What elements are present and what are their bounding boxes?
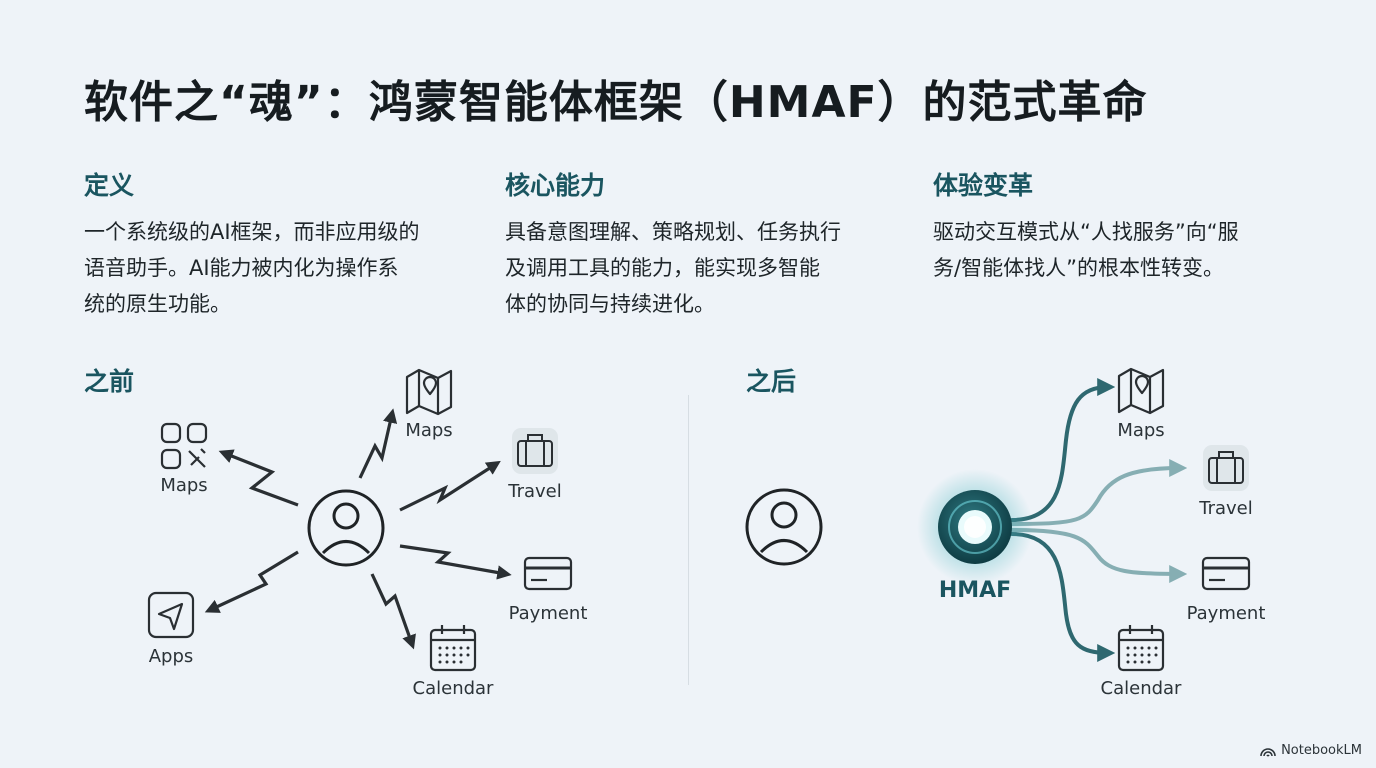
after-maps-label: Maps xyxy=(1117,420,1165,441)
map-pin-icon xyxy=(405,368,453,416)
after-arrow-travel xyxy=(1010,459,1188,526)
experience-line: 驱动交互模式从“人找服务”向“服 xyxy=(933,220,1239,244)
notebooklm-logo-icon xyxy=(1260,747,1276,757)
experience-line: 务/智能体找人”的根本性转变。 xyxy=(933,256,1224,280)
page-title: 软件之“魂”：鸿蒙智能体框架（HMAF）的范式革命 xyxy=(84,77,1148,128)
before-travel-label: Travel xyxy=(508,481,562,502)
before-apps-label: Apps xyxy=(148,646,194,667)
hmaf-core-icon xyxy=(917,469,1033,585)
after-travel-label: Travel xyxy=(1199,498,1253,519)
before-calendar-label: Calendar xyxy=(412,678,494,699)
before-arrow-calendar xyxy=(370,573,416,650)
user-circle-icon xyxy=(307,489,385,567)
capability-heading: 核心能力 xyxy=(505,171,606,200)
experience-text: 驱动交互模式从“人找服务”向“服 务/智能体找人”的根本性转变。 xyxy=(933,214,1313,286)
before-arrow-apps xyxy=(204,550,299,613)
suitcase-icon xyxy=(1203,445,1249,491)
before-arrow-grid xyxy=(218,449,299,507)
before-arrow-travel xyxy=(399,460,501,512)
before-arrow-maps xyxy=(358,408,398,479)
before-payment-label: Payment xyxy=(508,603,588,624)
user-circle-icon xyxy=(745,488,823,566)
brand-watermark: NotebookLM xyxy=(1260,743,1362,758)
app-grid-icon xyxy=(160,422,208,470)
after-payment-label: Payment xyxy=(1186,603,1266,624)
capability-text: 具备意图理解、策略规划、任务执行 及调用工具的能力，能实现多智能 体的协同与持续… xyxy=(505,214,885,322)
capability-column: 核心能力 具备意图理解、策略规划、任务执行 及调用工具的能力，能实现多智能 体的… xyxy=(505,166,885,322)
before-arrow-payment xyxy=(399,544,512,580)
experience-heading: 体验变革 xyxy=(933,171,1034,200)
capability-line: 具备意图理解、策略规划、任务执行 xyxy=(505,220,841,244)
navigation-arrow-icon xyxy=(147,591,195,639)
definition-line: 语音助手。AI能力被内化为操作系 xyxy=(84,256,399,280)
brand-name: NotebookLM xyxy=(1281,743,1362,758)
definition-column: 定义 一个系统级的AI框架，而非应用级的 语音助手。AI能力被内化为操作系 统的… xyxy=(84,166,464,322)
after-arrow-maps xyxy=(1010,378,1116,522)
after-arrow-calendar xyxy=(1010,532,1116,662)
hmaf-label: HMAF xyxy=(938,578,1012,603)
after-label: 之后 xyxy=(746,367,797,396)
section-divider xyxy=(688,395,689,685)
definition-line: 一个系统级的AI框架，而非应用级的 xyxy=(84,220,420,244)
definition-heading: 定义 xyxy=(84,171,135,200)
experience-column: 体验变革 驱动交互模式从“人找服务”向“服 务/智能体找人”的根本性转变。 xyxy=(933,166,1313,286)
suitcase-icon xyxy=(512,428,558,474)
before-grid-label: Maps xyxy=(160,475,208,496)
definition-line: 统的原生功能。 xyxy=(84,292,231,316)
after-arrow-payment xyxy=(1010,528,1188,583)
map-pin-icon xyxy=(1117,367,1165,415)
before-label: 之前 xyxy=(84,367,135,396)
calendar-icon xyxy=(1117,625,1165,672)
calendar-icon xyxy=(429,625,477,672)
after-calendar-label: Calendar xyxy=(1100,678,1182,699)
before-maps-label: Maps xyxy=(405,420,453,441)
capability-line: 体的协同与持续进化。 xyxy=(505,292,715,316)
credit-card-icon xyxy=(523,556,573,591)
credit-card-icon xyxy=(1201,556,1251,591)
definition-text: 一个系统级的AI框架，而非应用级的 语音助手。AI能力被内化为操作系 统的原生功… xyxy=(84,214,464,322)
capability-line: 及调用工具的能力，能实现多智能 xyxy=(505,256,820,280)
